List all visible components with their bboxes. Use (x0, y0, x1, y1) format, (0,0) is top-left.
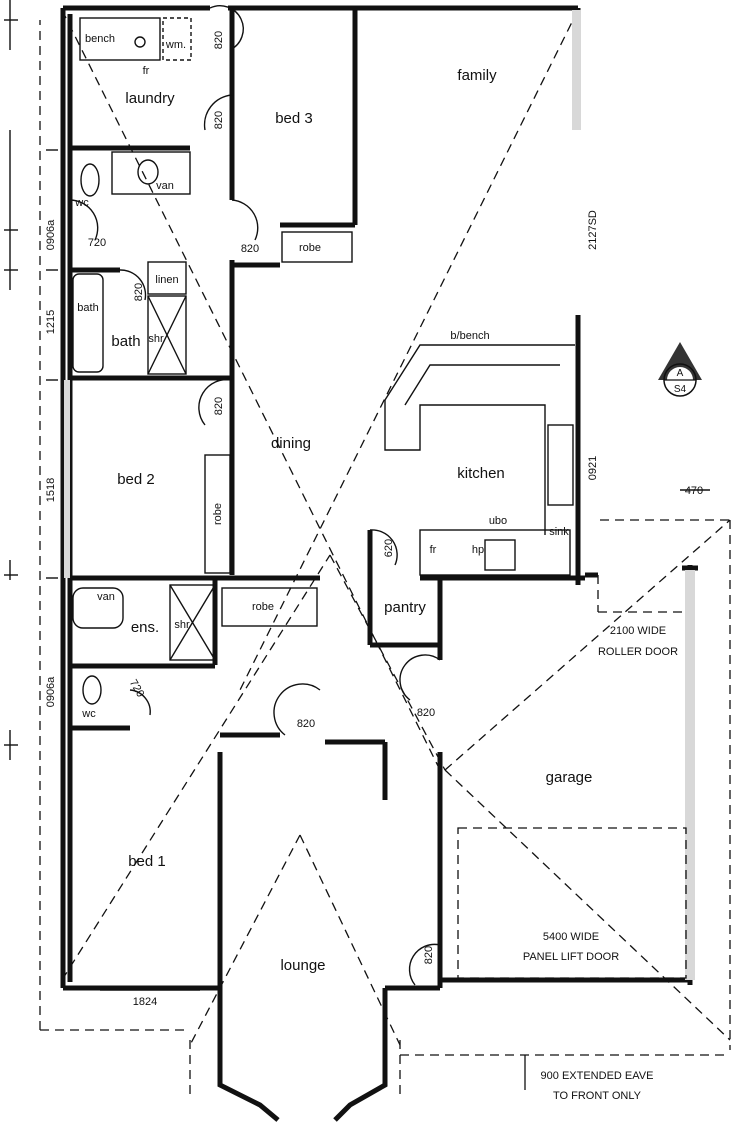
room-label-family: family (457, 67, 497, 84)
fixture-label-shr: shr (174, 619, 190, 631)
room-label-kitchen: kitchen (457, 465, 505, 482)
panel-lift-door-outline (457, 827, 687, 979)
dim-label: 720 (88, 237, 106, 249)
fixture-label-robe: robe (212, 503, 224, 525)
margin-ticks (4, 0, 58, 760)
fixture-label-hp: hp (472, 544, 484, 556)
note-roller-door-1: 2100 WIDE (610, 625, 666, 637)
fixture-label-robe: robe (252, 601, 274, 613)
wall-hatch (572, 10, 581, 130)
dim-label: 1518 (45, 478, 57, 502)
room-label-garage: garage (546, 769, 593, 786)
fixture-label-bench: bench (85, 33, 115, 45)
room-label-lounge: lounge (280, 957, 325, 974)
room-label-laundry: laundry (125, 90, 175, 107)
fixture-label-wm: wm. (165, 39, 186, 51)
fixture-label-sink: sink (549, 526, 569, 538)
fixture-label-wc: wc (74, 197, 89, 209)
fixture-label-fr: fr (143, 65, 150, 77)
section-marker: A S4 (658, 342, 702, 397)
fixture-outlines (72, 17, 575, 705)
wall-hatch (685, 570, 695, 980)
room-label-ens: ens. (131, 619, 159, 636)
dim-label: 820 (297, 718, 315, 730)
dim-label: 1824 (133, 996, 157, 1008)
note-eave-1: 900 EXTENDED EAVE (541, 1070, 654, 1082)
room-label-dining: dining (271, 435, 311, 452)
fixture-label-bath: bath (77, 302, 98, 314)
note-panel-door-2: PANEL LIFT DOOR (523, 951, 619, 963)
fixture-label-van: van (156, 180, 174, 192)
dim-label: 820 (213, 397, 225, 415)
fixture-label-van: van (97, 591, 115, 603)
interior-walls (70, 8, 585, 800)
wall-hatch (64, 380, 70, 578)
dim-label: 1215 (45, 310, 57, 334)
dim-label: 0906a (45, 676, 57, 707)
dim-label: 820 (423, 946, 435, 964)
note-eave-2: TO FRONT ONLY (553, 1090, 642, 1102)
dim-label: 620 (383, 539, 395, 557)
note-panel-door-1: 5400 WIDE (543, 931, 599, 943)
dim-label: 820 (213, 31, 225, 49)
fixture-label-ubo: ubo (489, 515, 507, 527)
dim-label: 820 (241, 243, 259, 255)
dim-label: 0906a (45, 219, 57, 250)
dim-label: 2127SD (587, 210, 599, 250)
room-label-bed3: bed 3 (275, 110, 313, 127)
dim-label: 820 (213, 111, 225, 129)
room-label-bed1: bed 1 (128, 853, 166, 870)
door-swings (69, 5, 441, 986)
dim-label: 820 (417, 707, 435, 719)
section-marker-bottom: S4 (674, 384, 687, 395)
room-label-pantry: pantry (384, 599, 426, 616)
dim-label: 820 (133, 283, 145, 301)
room-label-bed2: bed 2 (117, 471, 155, 488)
note-roller-door-2: ROLLER DOOR (598, 646, 678, 658)
fixture-label-bbench: b/bench (450, 330, 489, 342)
dim-label: 0921 (587, 456, 599, 480)
dim-label: 470 (685, 485, 703, 497)
fixture-label-wc: wc (81, 708, 96, 720)
fixture-label-fr: fr (430, 544, 437, 556)
section-marker-top: A (677, 368, 684, 379)
fixture-label-linen: linen (155, 274, 178, 286)
fixture-label-robe: robe (299, 242, 321, 254)
room-label-bath: bath (111, 333, 140, 350)
fixture-label-shr: shr (148, 333, 164, 345)
